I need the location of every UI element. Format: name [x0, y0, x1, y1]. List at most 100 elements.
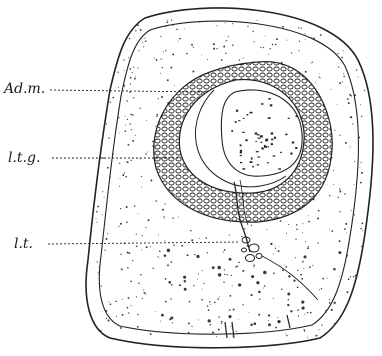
stipple-dot: [327, 278, 328, 279]
stipple-dot: [119, 163, 120, 164]
stipple-dot: [122, 174, 124, 176]
nucleus-granule: [261, 103, 263, 105]
stipple-dot: [343, 50, 344, 51]
stipple-dot: [135, 135, 136, 136]
stipple-dot-large: [228, 315, 231, 318]
stipple-dot: [337, 104, 338, 105]
stipple-dot-large: [238, 283, 241, 286]
stipple-dot: [343, 73, 344, 74]
stipple-dot: [135, 30, 136, 31]
stipple-dot: [212, 332, 214, 334]
stipple-dot: [124, 85, 126, 87]
stipple-dot: [286, 40, 287, 41]
stipple-dot: [238, 319, 239, 320]
stipple-dot: [339, 211, 340, 212]
stipple-dot: [296, 229, 297, 230]
stipple-dot: [305, 71, 307, 73]
stipple-dot: [339, 82, 341, 84]
stipple-dot: [119, 186, 120, 187]
stipple-dot: [253, 264, 255, 266]
stipple-dot: [317, 242, 318, 243]
stipple-dot: [216, 25, 217, 26]
stipple-dot: [126, 221, 128, 223]
stipple-dot: [146, 120, 147, 121]
nucleus-granule: [268, 98, 271, 99]
stipple-dot: [279, 246, 280, 247]
stipple-dot: [136, 296, 137, 297]
stipple-dot: [130, 77, 132, 79]
nucleus-granule: [267, 162, 269, 163]
nucleus-granule: [240, 150, 242, 152]
stipple-dot: [288, 299, 289, 300]
stipple-dot: [187, 254, 189, 256]
stipple-dot: [125, 116, 126, 117]
stipple-dot: [138, 67, 139, 68]
stipple-dot: [268, 320, 269, 321]
stipple-dot: [213, 48, 215, 50]
nucleus-granule: [295, 147, 297, 149]
stipple-dot: [104, 224, 105, 225]
stipple-dot: [307, 247, 309, 249]
stipple-dot: [170, 298, 171, 299]
stipple-dot: [193, 285, 194, 286]
stipple-dot: [307, 312, 308, 313]
stipple-dot: [353, 276, 355, 278]
stipple-dot: [229, 295, 231, 297]
stipple-dot: [298, 27, 299, 28]
stipple-dot: [236, 265, 238, 267]
stipple-dot: [113, 154, 114, 155]
nucleus-granule: [274, 137, 276, 139]
stipple-dot: [158, 98, 159, 99]
stipple-dot: [165, 278, 167, 280]
stipple-dot: [221, 59, 223, 61]
stipple-dot: [156, 59, 158, 61]
stipple-dot-large: [191, 239, 193, 241]
stipple-dot: [154, 57, 155, 58]
stipple-dot: [128, 23, 130, 25]
stipple-dot: [161, 59, 162, 60]
nucleus-granule: [296, 116, 298, 118]
stipple-dot: [219, 297, 220, 298]
stipple-dot-large: [287, 304, 289, 306]
stipple-dot: [278, 250, 280, 252]
stipple-dot: [206, 237, 208, 239]
stipple-dot: [188, 322, 190, 324]
stipple-dot: [286, 233, 287, 234]
stipple-dot: [258, 314, 260, 316]
stipple-dot: [329, 302, 331, 304]
stipple-dot: [148, 219, 150, 221]
stipple-dot: [142, 42, 143, 43]
stipple-dot: [145, 153, 146, 154]
stipple-dot: [302, 223, 303, 224]
stipple-dot: [198, 274, 199, 275]
stipple-dot: [301, 28, 302, 29]
nucleus-granule: [267, 146, 269, 147]
stipple-dot: [96, 218, 97, 219]
stipple-dot: [122, 299, 123, 300]
stipple-dot: [216, 336, 217, 337]
stipple-dot: [210, 304, 211, 305]
stipple-dot-large: [161, 314, 164, 317]
stipple-dot: [309, 266, 311, 268]
stipple-dot-large: [338, 251, 341, 254]
nucleus-granule: [240, 155, 242, 156]
stipple-dot: [129, 123, 130, 124]
stipple-dot: [329, 299, 330, 300]
stipple-dot: [217, 48, 218, 49]
stipple-dot: [340, 189, 341, 190]
stipple-dot: [331, 89, 332, 90]
stipple-dot: [347, 291, 349, 293]
label-lt: l.t.: [14, 236, 33, 252]
nucleus-granule: [240, 144, 242, 146]
nucleus-granule: [242, 132, 245, 133]
stipple-dot: [360, 228, 362, 230]
stipple-dot: [225, 41, 226, 42]
stipple-dot: [100, 128, 101, 129]
stipple-dot-large: [304, 255, 307, 258]
stipple-dot: [123, 25, 124, 26]
stipple-dot: [348, 102, 350, 104]
stipple-dot: [118, 226, 119, 227]
stipple-dot-large: [258, 291, 261, 294]
stipple-dot: [329, 195, 330, 196]
stipple-dot: [197, 279, 198, 280]
